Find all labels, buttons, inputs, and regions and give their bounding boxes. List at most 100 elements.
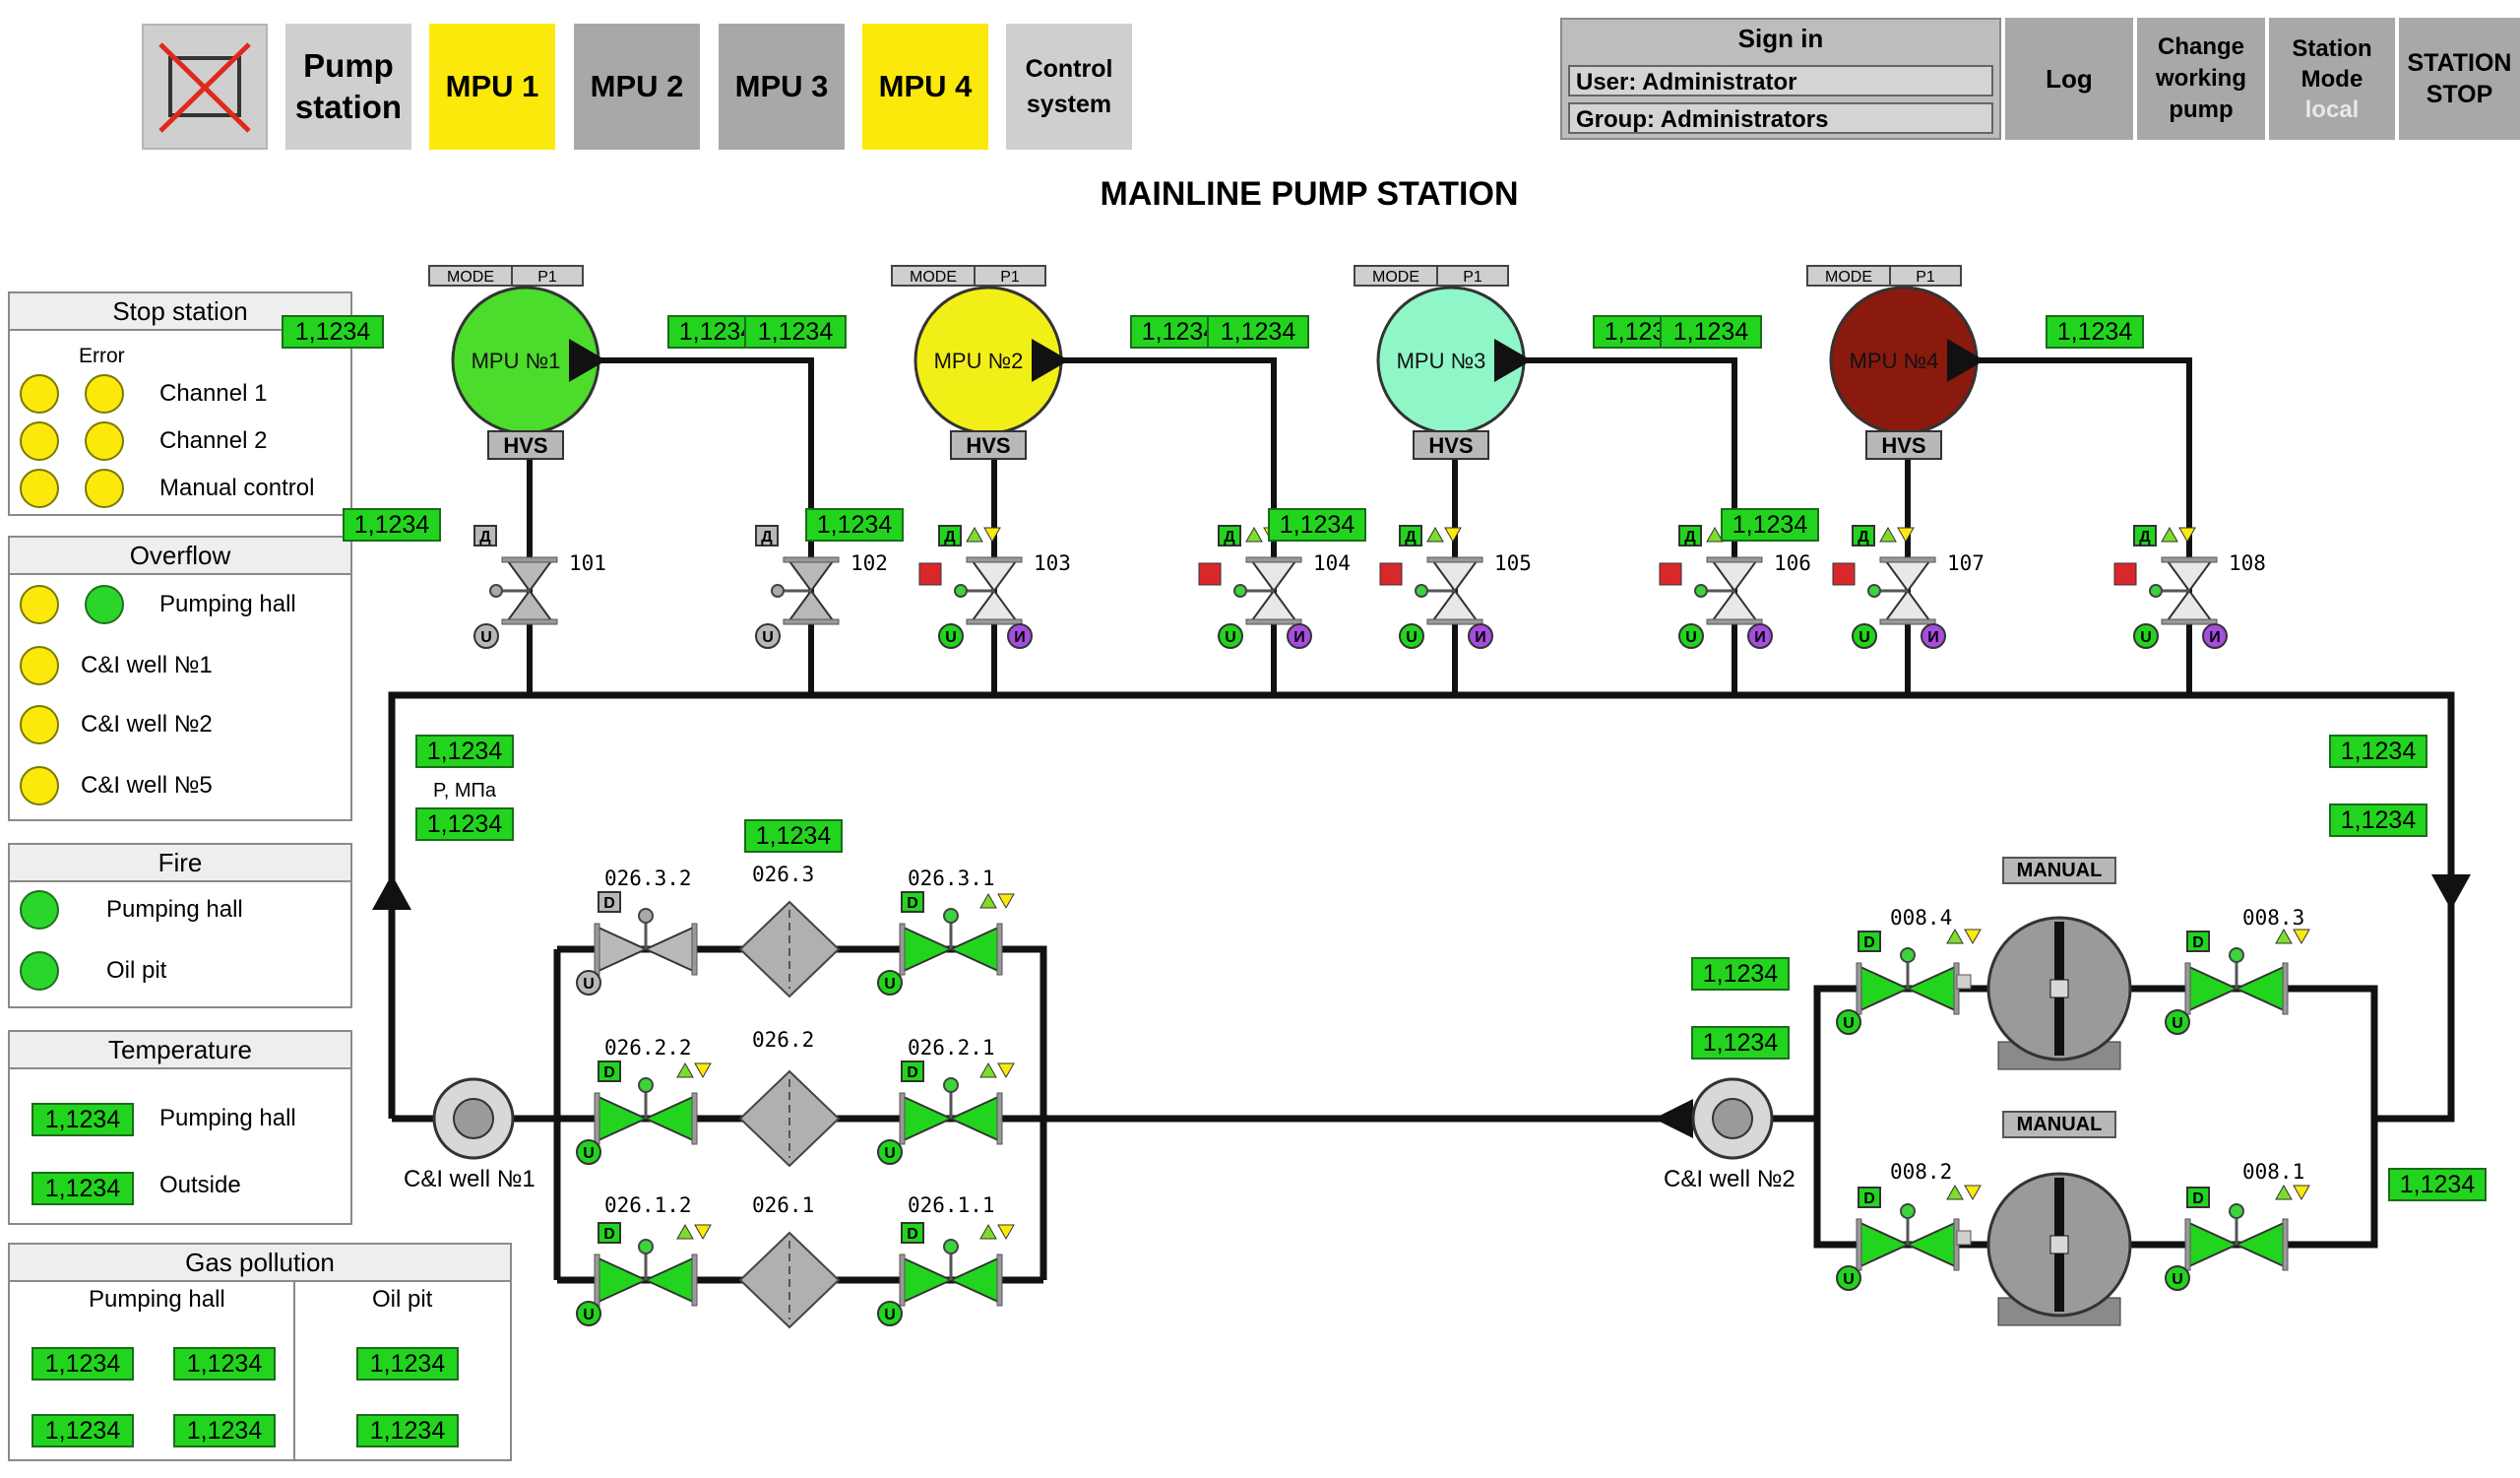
control-system-button[interactable]: Control system [1006,24,1132,150]
valve-flange-top [783,556,840,563]
valve-handwheel [943,1077,959,1093]
valve-right-wedge [643,1095,694,1142]
gas-title: Gas pollution [10,1245,510,1282]
valve-number-label: 103 [1034,551,1071,575]
valve-104[interactable] [1233,556,1302,625]
booster-valve-left[interactable] [1856,947,1960,1015]
channel1-lamp-a [20,374,59,414]
pump-hvs-button[interactable] [1413,430,1489,460]
mpu3-button[interactable]: MPU 3 [719,24,845,150]
filter-outlet-valve[interactable] [899,908,1003,976]
valve-local-indicator: D [598,1222,621,1244]
station-stop-label-1: STATION [2407,49,2512,77]
sign-in-panel: Sign in User: Administrator Group: Admin… [1560,18,2001,140]
well2-pump[interactable] [1691,1077,1774,1160]
manual-badge-top[interactable]: MANUAL [2002,857,2116,884]
booster-pump[interactable] [1986,1172,2132,1326]
mpu4-button[interactable]: MPU 4 [862,24,988,150]
booster-valve-left[interactable] [1856,1203,1960,1271]
booster-valve-right[interactable] [2184,947,2289,1015]
valve-105[interactable] [1415,556,1483,625]
filter-outlet-valve[interactable] [899,1077,1003,1145]
pump-station-label-1: Pump [303,47,394,84]
overflow-hall-label: Pumping hall [159,591,296,617]
alarm-up-icon [979,1061,997,1078]
valve-101[interactable] [489,556,558,625]
valve-alarm-icons [1946,928,1982,945]
valve-alarm-icons [979,1223,1015,1241]
valve-right-wedge [1905,965,1956,1012]
valve-local-indicator: Д [755,525,779,546]
booster-pump[interactable] [1986,916,2132,1070]
valve-control-indicator: U [2133,623,2159,649]
station-mode-button[interactable]: Station Mode local [2269,18,2395,140]
letter-box-text: D [603,895,615,912]
circle-letter-ring [1921,623,1946,649]
pump-outlet-pipe [1059,357,1277,695]
log-button[interactable]: Log [2005,18,2133,140]
crossed-pump-button[interactable] [142,24,268,150]
alarm-up-icon [1946,1184,1964,1200]
pump-mode-label: MODE [1825,269,1872,286]
pump-hvs-button[interactable] [487,430,564,460]
mpu1-button[interactable]: MPU 1 [429,24,555,150]
letter-box-frame [1399,525,1422,546]
valve-left-wedge [903,1095,954,1142]
valve-control-indicator: U [755,623,781,649]
filter-outlet-valve[interactable] [899,1239,1003,1307]
valve-left-wedge [2188,965,2239,1012]
manual-control-lamp-b [85,469,124,508]
valve-local-indicator: D [901,891,924,913]
sign-in-button[interactable]: Sign in [1737,24,1824,53]
valve-fault-square [1832,562,1856,586]
station-stop-button[interactable]: STATION STOP [2399,18,2520,140]
valve-lower-wedge [1431,589,1479,621]
overflow-hall-lamp-a [20,585,59,624]
valve-108[interactable] [2149,556,2218,625]
filter-inlet-valve[interactable] [594,1239,698,1307]
filter-unit[interactable] [738,1231,841,1329]
channel2-lamp-a [20,421,59,461]
valve-102[interactable] [771,556,840,625]
pump-mode-label: MODE [1372,269,1419,286]
valve-008-3-label: 008.3 [2242,906,2305,930]
valve-flange-left [899,1092,906,1145]
valve-flange-top [1879,556,1936,563]
valve-026-2-2-label: 026.2.2 [604,1036,692,1060]
filter-unit[interactable] [738,1069,841,1168]
mpu2-button[interactable]: MPU 2 [574,24,700,150]
valve-local-indicator: D [1858,1187,1881,1208]
valve-upper-wedge [1250,560,1297,593]
gas-hall-value-4: 1,1234 [173,1414,276,1447]
pump-p1-label: P1 [537,269,557,286]
booster-status-square [1956,974,1972,990]
overflow-well1-lamp [20,646,59,685]
temp-outside-label: Outside [159,1172,241,1198]
valve-103[interactable] [954,556,1023,625]
valve-flange-left [2184,1218,2191,1271]
fire-oilpit-lamp [20,951,59,991]
booster-hub [2049,979,2069,998]
filter-unit[interactable] [738,900,841,998]
filter-inlet-valve[interactable] [594,908,698,976]
valve-107[interactable] [1867,556,1936,625]
pump-hvs-button[interactable] [950,430,1027,460]
booster-valve-right[interactable] [2184,1203,2289,1271]
manual-badge-bottom[interactable]: MANUAL [2002,1111,2116,1138]
valve-left-wedge [903,926,954,973]
valve-handwheel [2149,584,2163,598]
circle-letter-text: U [480,629,492,646]
filter-inlet-valve[interactable] [594,1077,698,1145]
valve-106[interactable] [1694,556,1763,625]
well1-pump[interactable] [432,1077,515,1160]
pump-station-button[interactable]: Pump station [285,24,411,150]
change-working-pump-button[interactable]: Change working pump [2137,18,2265,140]
valve-interlock-indicator: И [2202,623,2228,649]
pump-hvs-button[interactable] [1865,430,1942,460]
change-pump-label-2: working [2155,65,2246,92]
right-low-value: 1,1234 [2388,1168,2487,1201]
valve-flange-bottom [966,618,1023,625]
valve-number-label: 101 [569,551,606,575]
fire-panel: Fire Pumping hall Oil pit [8,843,352,1008]
alarm-down-icon [1444,527,1462,544]
